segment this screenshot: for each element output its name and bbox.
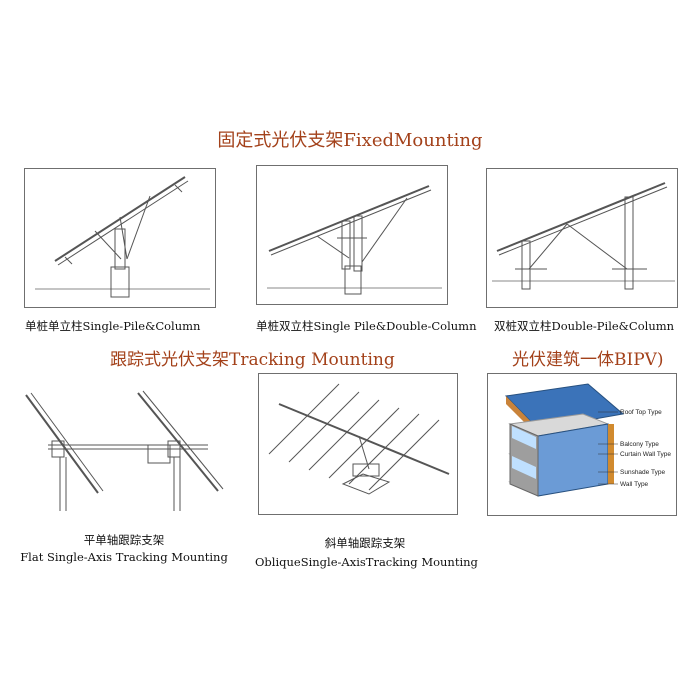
flat-single-axis-drawing: [25, 390, 224, 511]
oblique-single-axis-drawing: [268, 383, 450, 495]
double-pile-column-diagram: [486, 168, 678, 308]
flat-axis-caption-en: Flat Single-Axis Tracking Mounting: [20, 550, 228, 564]
bipv-building-drawing: Roof Top Type Balcony Type Curtain Wall …: [504, 383, 671, 497]
single-pile-double-column-diagram: [256, 165, 448, 305]
bipv-balcony-label: Balcony Type: [620, 441, 659, 448]
double-pile-column-caption: 双桩双立柱Double-Pile&Column: [494, 319, 675, 333]
oblique-axis-caption-cn: 斜单轴跟踪支架: [324, 536, 406, 550]
flat-single-axis-diagram: [18, 383, 230, 513]
tracking-mounting-title: 跟踪式光伏支架Tracking Mounting: [110, 350, 395, 370]
single-pile-double-column-drawing: [267, 185, 442, 295]
bipv-title: 光伏建筑一体BIPV): [512, 350, 664, 370]
oblique-axis-caption-en: ObliqueSingle-AxisTracking Mounting: [255, 555, 478, 569]
single-pile-double-column-caption: 单桩双立柱Single Pile&Double-Column: [256, 319, 477, 333]
bipv-sunshade-label: Sunshade Type: [620, 469, 665, 476]
single-pile-column-drawing: [35, 176, 210, 298]
double-pile-column-drawing: [492, 182, 675, 290]
single-pile-column-caption: 单桩单立柱Single-Pile&Column: [25, 319, 201, 333]
bipv-wall-label: Wall Type: [620, 481, 649, 488]
bipv-roof-label: Roof Top Type: [620, 409, 662, 416]
flat-axis-caption-cn: 平单轴跟踪支架: [83, 533, 165, 547]
single-pile-column-diagram: [24, 168, 216, 308]
fixed-mounting-title: 固定式光伏支架FixedMounting: [217, 130, 483, 151]
oblique-single-axis-diagram: [258, 373, 458, 515]
bipv-diagram: Roof Top Type Balcony Type Curtain Wall …: [487, 373, 677, 516]
bipv-curtain-label: Curtain Wall Type: [620, 451, 671, 458]
